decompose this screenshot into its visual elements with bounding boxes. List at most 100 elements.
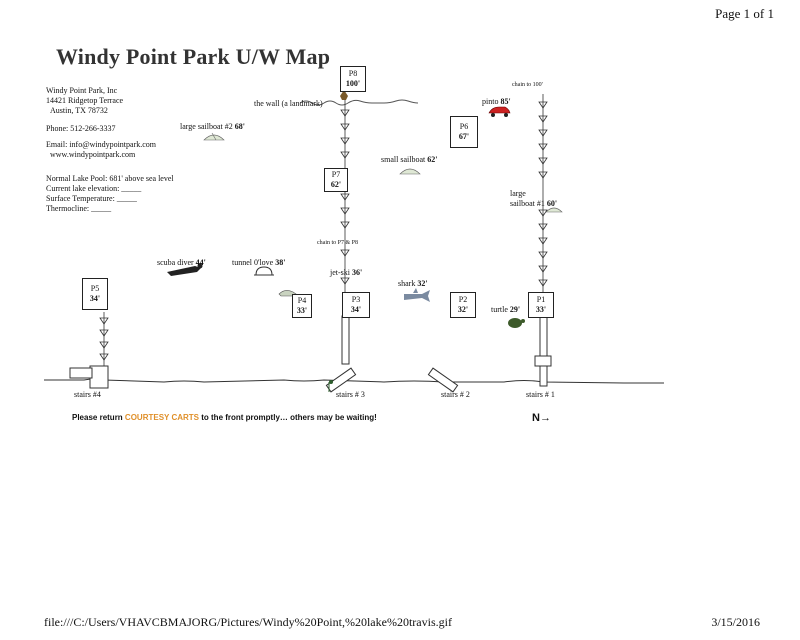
pinto-depth: 85' xyxy=(500,97,511,106)
contact-info: Windy Point Park, Inc 14421 Ridgetop Ter… xyxy=(46,86,174,214)
platform-p2[interactable]: P2 32' xyxy=(450,292,476,318)
website: www.windypointpark.com xyxy=(50,150,136,159)
platform-p7-label: P7 xyxy=(331,170,341,179)
email: Email: info@windypointpark.com xyxy=(46,140,157,149)
chain-p5 xyxy=(99,312,109,368)
platform-p2-depth: 32' xyxy=(457,305,469,314)
turtle-icon xyxy=(508,318,525,328)
large-sailboat-2-name: large sailboat #2 xyxy=(180,122,233,131)
platform-p7[interactable]: P7 62' xyxy=(324,168,348,192)
pier-p1-platform xyxy=(534,355,552,367)
platform-p3-depth: 34' xyxy=(350,305,362,314)
scuba-diver-label: scuba diver 44' xyxy=(157,258,206,267)
large-sailboat-1-depth: 60' xyxy=(546,199,558,208)
chain-100-label: chain to 100' xyxy=(512,82,543,88)
platform-p5-depth: 34' xyxy=(89,294,101,303)
tunnel-icon xyxy=(254,266,274,276)
pier-p1 xyxy=(539,315,548,387)
jet-ski-label: jet-ski 36' xyxy=(330,268,362,277)
platform-p5[interactable]: P5 34' xyxy=(82,278,108,310)
shark-depth: 32' xyxy=(417,279,428,288)
courtesy-cart-notice: Please return COURTESY CARTS to the fron… xyxy=(72,413,377,422)
platform-p4[interactable]: P4 33' xyxy=(292,294,312,318)
large-sailboat-1-name: sailboat #1 xyxy=(510,199,545,208)
platform-p6-label: P6 xyxy=(459,122,469,131)
platform-p5-label: P5 xyxy=(90,284,100,293)
phone: Phone: 512-266-3337 xyxy=(46,124,116,133)
chain-p3-p8 xyxy=(340,92,350,296)
tunnel-label: tunnel 0'love 38' xyxy=(232,258,285,267)
platform-p2-label: P2 xyxy=(458,295,468,304)
sailboat-icon-large-1 xyxy=(545,207,563,213)
platform-p1[interactable]: P1 33' xyxy=(528,292,554,318)
pinto-name: pinto xyxy=(482,97,499,106)
platform-p8[interactable]: P8 100' xyxy=(340,66,366,92)
platform-p4-depth: 33' xyxy=(296,306,308,315)
platform-p4-label: P4 xyxy=(297,296,307,305)
pier-p5-platform xyxy=(89,365,109,389)
small-sailboat-depth: 62' xyxy=(427,155,438,164)
turtle-depth: 29' xyxy=(509,305,521,314)
pier-p5-step xyxy=(69,367,93,379)
wall-marker-icon xyxy=(340,90,348,100)
jet-ski-depth: 36' xyxy=(352,268,363,277)
lake-pool: Normal Lake Pool: 681' above sea level xyxy=(46,174,174,183)
small-sailboat-name: small sailboat xyxy=(381,155,426,164)
file-path: file:///C:/Users/VHAVCBMAJORG/Pictures/W… xyxy=(44,615,452,629)
org-name: Windy Point Park, Inc xyxy=(46,86,118,95)
sailboat-icon-large-2 xyxy=(203,132,225,141)
stairs-1-label: stairs # 1 xyxy=(526,390,555,399)
shark-name: shark xyxy=(398,279,416,288)
platform-p3[interactable]: P3 34' xyxy=(342,292,370,318)
large-sailboat-1-label-a: large xyxy=(510,189,526,198)
pinto-label: pinto 85' xyxy=(482,97,511,106)
platform-p7-depth: 62' xyxy=(330,180,342,189)
north-arrow: N→ xyxy=(532,412,551,424)
address-line-2: Austin, TX 78732 xyxy=(50,106,108,115)
shark-label: shark 32' xyxy=(398,279,428,288)
turtle-label: turtle 29' xyxy=(491,305,520,314)
shoreline xyxy=(44,378,664,384)
stairs-2-ramp xyxy=(427,367,459,393)
shark-icon xyxy=(404,288,430,302)
notice-text-start: Please return xyxy=(72,413,125,422)
stairs-2-label: stairs # 2 xyxy=(441,390,470,399)
platform-p8-label: P8 xyxy=(348,69,358,78)
notice-highlight: COURTESY CARTS xyxy=(124,413,200,422)
scuba-diver-icon xyxy=(167,263,203,276)
pinto-car-icon xyxy=(488,106,511,117)
thermocline: Thermocline: _____ xyxy=(46,204,112,213)
platform-p1-depth: 33' xyxy=(535,305,547,314)
platform-p6[interactable]: P6 67' xyxy=(450,116,478,148)
chain-p1-100 xyxy=(538,94,548,296)
large-sailboat-2-depth: 68' xyxy=(234,122,245,131)
stairs-3-label: stairs # 3 xyxy=(336,390,365,399)
platform-p1-label: P1 xyxy=(536,295,546,304)
platform-p3-label: P3 xyxy=(351,295,361,304)
large-sailboat-1-label-b: sailboat #1 60' xyxy=(510,199,557,208)
lake-elevation: Current lake elevation: _____ xyxy=(46,184,142,193)
platform-p6-depth: 67' xyxy=(458,132,470,141)
wall-label: the wall (a landmark) xyxy=(254,99,323,108)
wall-outline xyxy=(299,99,419,106)
small-sailboat-label: small sailboat 62' xyxy=(381,155,437,164)
address-line-1: 14421 Ridgetop Terrace xyxy=(46,96,124,105)
stairs-4-label: stairs #4 xyxy=(74,390,101,399)
jet-ski-name: jet-ski xyxy=(330,268,350,277)
tunnel-depth: 38' xyxy=(275,258,286,267)
large-sailboat-2-label: large sailboat #2 68' xyxy=(180,122,245,131)
turtle-name: turtle xyxy=(491,305,508,314)
platform-p8-depth: 100' xyxy=(345,79,361,88)
page-number: Page 1 of 1 xyxy=(715,6,774,21)
map-title: Windy Point Park U/W Map xyxy=(56,44,331,69)
flag-icon-stairs-3 xyxy=(328,380,333,392)
surface-temperature: Surface Temperature: _____ xyxy=(46,194,137,203)
print-date: 3/15/2016 xyxy=(711,615,760,629)
chain-p7-p8-label: chain to P7 & P8 xyxy=(317,240,359,246)
tunnel-name: tunnel 0'love xyxy=(232,258,274,267)
scuba-diver-name: scuba diver xyxy=(157,258,194,267)
pier-p3 xyxy=(341,315,350,365)
scuba-diver-depth: 44' xyxy=(195,258,206,267)
sailboat-icon-small xyxy=(399,168,421,175)
